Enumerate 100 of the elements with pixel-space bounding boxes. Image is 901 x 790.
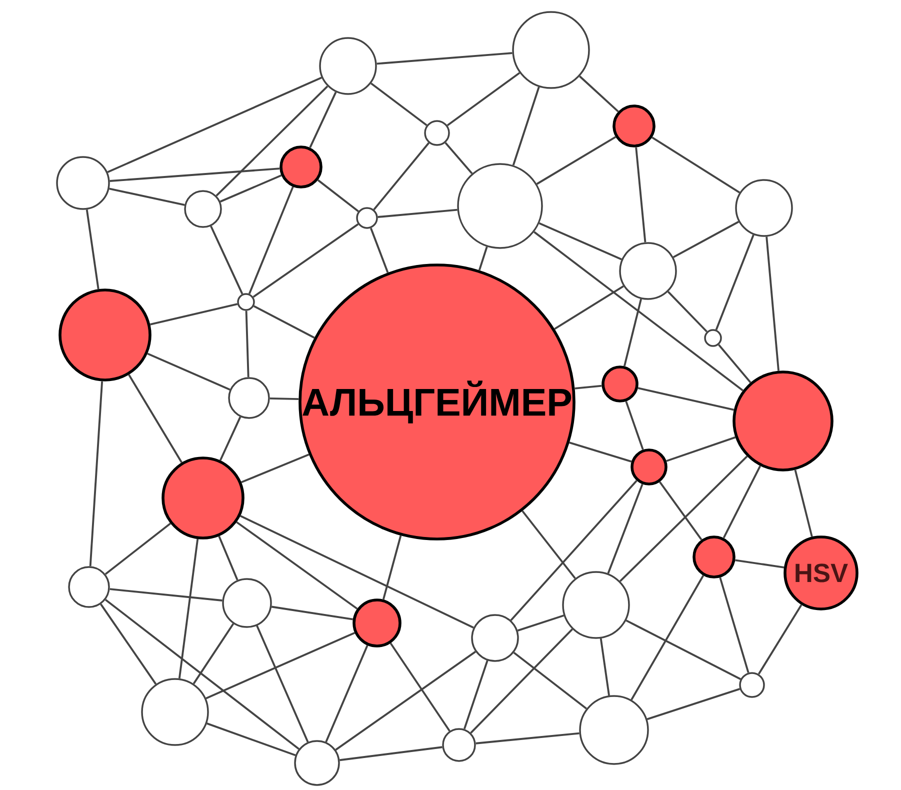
connector-line (104, 598, 300, 750)
connector-line (766, 236, 780, 371)
circle-node (56, 156, 110, 210)
connector-line (569, 442, 632, 463)
connector-line (672, 220, 740, 258)
circle-node (184, 190, 222, 228)
connector-line (252, 223, 359, 298)
connector-line (600, 638, 610, 696)
connector-line (579, 76, 619, 112)
connector-line (607, 484, 644, 574)
connector-line (522, 510, 576, 579)
connector-line (206, 632, 356, 700)
connector-line (206, 722, 296, 756)
connector-line (517, 614, 564, 632)
connector-line (470, 628, 573, 734)
connector-line (89, 381, 104, 566)
connector-line (624, 298, 642, 366)
circle-node (732, 370, 834, 472)
circle-node (424, 120, 450, 146)
connector-line (735, 559, 784, 568)
connector-line (128, 374, 182, 463)
connector-line (382, 535, 402, 600)
connector-line (659, 481, 702, 540)
connector-line (625, 401, 644, 450)
connector-line (150, 303, 238, 326)
connector-line (325, 645, 368, 742)
connector-line (646, 688, 740, 720)
connector-line (666, 436, 736, 462)
circle-node (352, 598, 402, 648)
circle-node (294, 740, 340, 786)
connector-line (109, 188, 185, 206)
connector-line (652, 136, 740, 194)
connector-line (270, 397, 299, 400)
connector-line (536, 136, 616, 185)
circle-node (612, 104, 656, 148)
connector-line (463, 660, 488, 730)
circle-node (356, 207, 378, 229)
circle-node (512, 11, 590, 89)
connector-line (534, 231, 744, 392)
circle-node (471, 614, 519, 662)
connector-line (192, 623, 234, 684)
connector-line (100, 604, 157, 685)
connector-line (271, 606, 354, 620)
connector-line (220, 174, 282, 202)
connector-line (248, 186, 294, 294)
connector-line (216, 86, 328, 196)
connector-line (444, 142, 473, 174)
connector-line (110, 588, 222, 602)
connector-line (376, 52, 512, 65)
connector-line (178, 538, 199, 679)
circle-node (630, 448, 668, 486)
connector-line (574, 384, 602, 390)
circle-node (602, 366, 638, 402)
connector-line (236, 521, 358, 610)
connector-line (446, 72, 520, 126)
connector-line (104, 522, 171, 575)
circle-node (704, 329, 722, 347)
connector-line (110, 168, 280, 182)
connector-line (758, 604, 802, 675)
connector-line (253, 305, 315, 339)
connector-line (512, 86, 540, 166)
circle-node (619, 242, 677, 300)
connector-line (240, 454, 310, 484)
circle-node (237, 293, 255, 311)
circle-node (579, 695, 649, 765)
connector-line (218, 536, 238, 580)
circle-node (735, 179, 793, 237)
connector-line (317, 179, 359, 212)
connector-line (309, 92, 337, 148)
connector-line (626, 620, 741, 680)
connector-line (210, 226, 244, 294)
connector-line (635, 147, 646, 242)
connector-line (378, 208, 458, 218)
connector-line (718, 344, 752, 384)
connector-line (147, 352, 230, 390)
circle-node (141, 678, 209, 746)
connector-line (240, 515, 474, 629)
circle-node (68, 566, 110, 608)
connector-line (219, 416, 242, 461)
circle-node (228, 377, 270, 419)
connector-line (340, 746, 442, 762)
circle-node (442, 728, 476, 762)
connector-line (86, 209, 100, 290)
connector-line (630, 575, 704, 700)
connector-line (510, 480, 638, 621)
circle-node (222, 578, 272, 628)
connector-line (715, 234, 754, 330)
connector-line (538, 222, 622, 260)
circle-node (162, 456, 244, 540)
circle-node (692, 536, 736, 578)
connector-line (554, 285, 624, 330)
circle-node (457, 163, 543, 249)
connector-line (373, 142, 430, 210)
connector-line (370, 228, 389, 273)
connector-line (619, 456, 748, 582)
connector-line (256, 625, 309, 742)
connector-line (370, 82, 428, 126)
circle-node (739, 672, 765, 698)
circle-node (562, 571, 630, 639)
circle-node (58, 288, 152, 382)
